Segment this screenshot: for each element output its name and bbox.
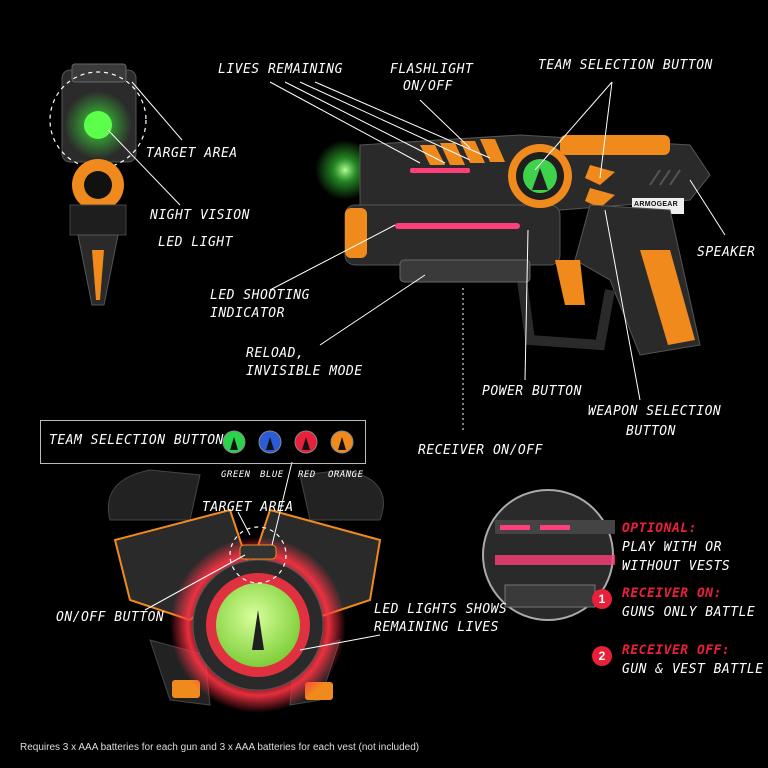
team-color-orange: ORANGE bbox=[328, 470, 364, 480]
callout-lines-vest bbox=[144, 461, 381, 651]
mode-2-badge: 2 bbox=[592, 646, 612, 666]
optional-line1: PLAY WITH OR bbox=[622, 540, 722, 555]
brand-logo: ARMOGEAR bbox=[634, 201, 679, 208]
label-flashlight-1: FLASHLIGHT bbox=[390, 62, 474, 77]
label-led-lights-2: REMAINING LIVES bbox=[374, 620, 499, 635]
label-led-shooting-1: LED SHOOTING bbox=[210, 288, 310, 303]
receiver-inset bbox=[482, 489, 615, 621]
laser-vest bbox=[107, 469, 384, 713]
label-weapon-selection-1: WEAPON SELECTION bbox=[588, 404, 722, 419]
mode-1-desc: GUNS ONLY BATTLE bbox=[622, 605, 756, 620]
team-color-swatches bbox=[222, 430, 354, 454]
team-selection-title: TEAM SELECTION BUTTON bbox=[49, 433, 224, 448]
team-color-red: RED bbox=[298, 470, 316, 480]
mode-2-desc: GUN & VEST BATTLE bbox=[622, 662, 764, 677]
team-selection-box: TEAM SELECTION BUTTON bbox=[40, 420, 366, 464]
label-lives-remaining: LIVES REMAINING bbox=[218, 62, 343, 77]
mode-1-badge: 1 bbox=[592, 589, 612, 609]
battery-footnote: Requires 3 x AAA batteries for each gun … bbox=[20, 742, 420, 753]
label-led-shooting-2: INDICATOR bbox=[210, 306, 285, 321]
label-target-area-gun: TARGET AREA bbox=[146, 146, 238, 161]
optional-line2: WITHOUT VESTS bbox=[622, 559, 731, 574]
label-led-lights-1: LED LIGHTS SHOWS bbox=[374, 602, 508, 617]
label-receiver-onoff: RECEIVER ON/OFF bbox=[418, 443, 543, 458]
label-team-selection-gun: TEAM SELECTION BUTTON bbox=[538, 58, 713, 73]
label-led-light: LED LIGHT bbox=[158, 235, 233, 250]
label-target-area-vest: TARGET AREA bbox=[202, 500, 294, 515]
label-flashlight-2: ON/OFF bbox=[403, 79, 453, 94]
label-night-vision: NIGHT VISION bbox=[150, 208, 250, 223]
label-speaker: SPEAKER bbox=[697, 245, 756, 260]
label-reload-1: RELOAD, bbox=[246, 346, 305, 361]
mode-2-title: RECEIVER OFF: bbox=[622, 643, 731, 658]
label-onoff-button: ON/OFF BUTTON bbox=[56, 610, 165, 625]
optional-heading: OPTIONAL: bbox=[622, 521, 697, 536]
team-color-blue: BLUE bbox=[260, 470, 284, 480]
label-power-button: POWER BUTTON bbox=[482, 384, 582, 399]
laser-gun bbox=[315, 134, 711, 356]
gun-front-view bbox=[49, 63, 147, 306]
label-reload-2: INVISIBLE MODE bbox=[246, 364, 363, 379]
team-color-green: GREEN bbox=[221, 470, 251, 480]
mode-1-title: RECEIVER ON: bbox=[622, 586, 722, 601]
label-weapon-selection-2: BUTTON bbox=[626, 424, 676, 439]
callout-lines-top bbox=[107, 81, 726, 430]
